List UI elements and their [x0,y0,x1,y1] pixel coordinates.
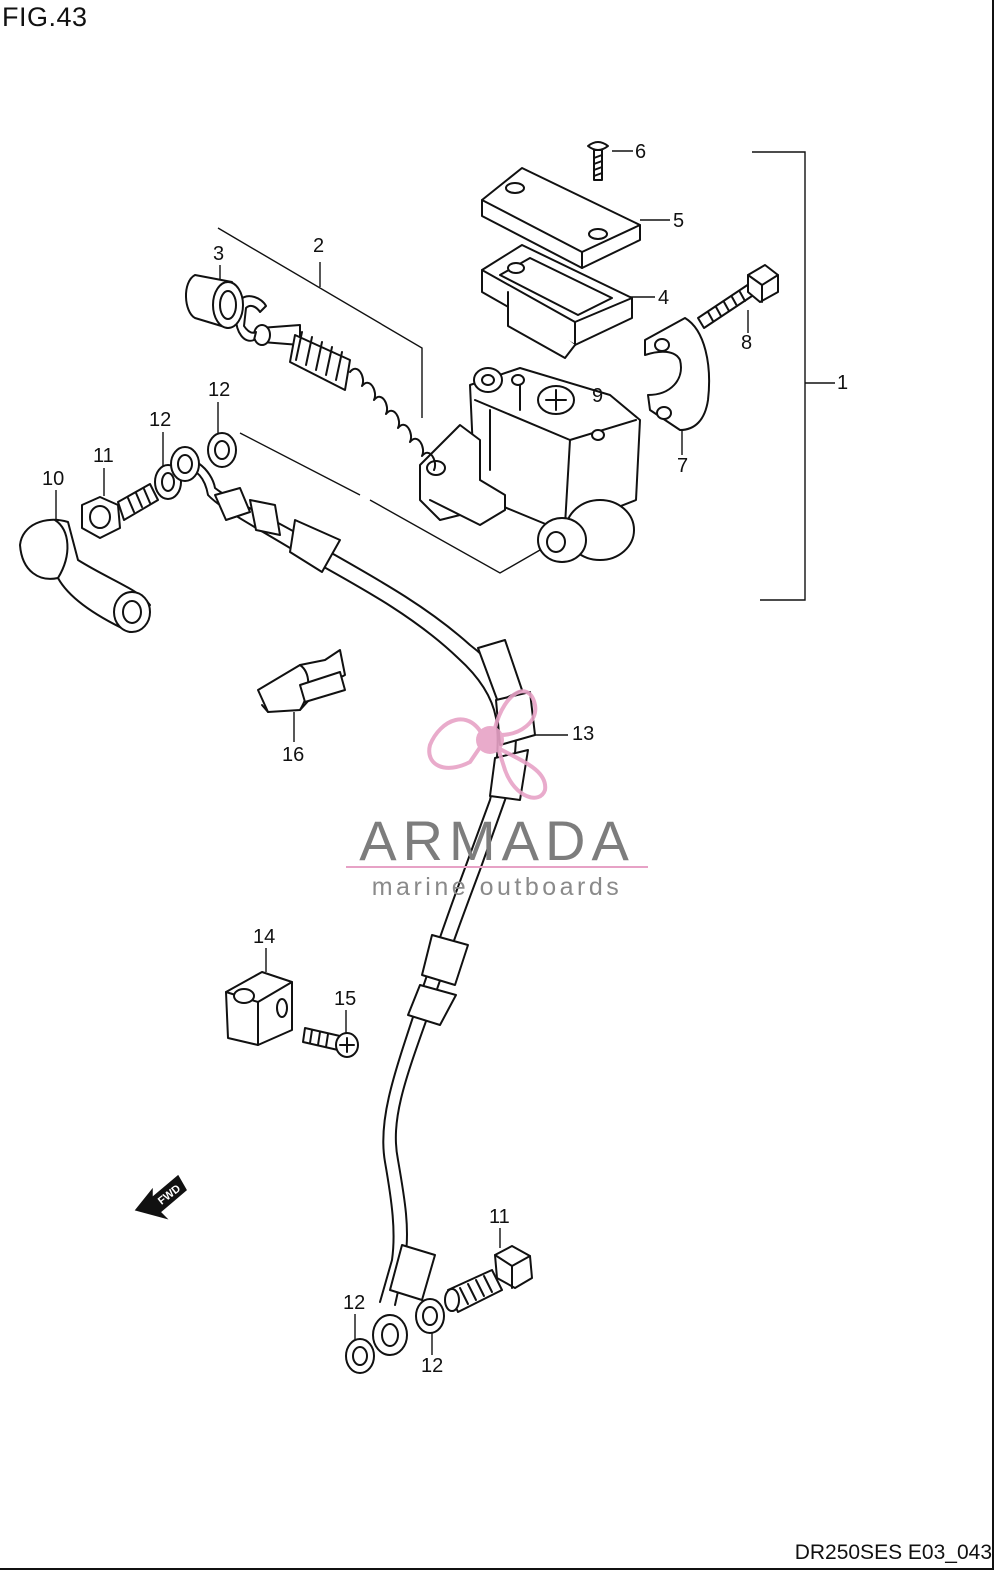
callout-12-a: 12 [208,379,231,401]
page-border-bottom [0,1568,994,1570]
callout-12-b: 12 [149,409,172,431]
part-13-brake-hose [170,446,536,1356]
part-12-washer-d [415,1298,445,1334]
callout-12-c: 12 [343,1292,366,1314]
part-5-reservoir-cover [481,167,641,269]
callout-10: 10 [42,468,65,490]
part-11-union-bolt-bottom [444,1245,533,1313]
callout-8: 8 [741,332,753,354]
fwd-arrow-icon: FWD [134,1174,187,1220]
leader-lines [55,150,835,1355]
callout-4: 4 [658,287,670,309]
armada-logo-icon [427,689,548,800]
part-11-union-bolt-top [81,483,159,539]
callout-7: 7 [677,455,689,477]
callout-5: 5 [673,210,685,232]
part-12-washer-b [207,432,237,468]
callout-16: 16 [282,744,305,766]
part-14-clamp [225,971,293,1046]
watermark-name: ARMADA [359,809,635,872]
part-2-piston-set [235,295,436,471]
callout-1: 1 [837,372,849,394]
part-8-bolt [697,264,779,329]
part-10-fitting [19,518,151,633]
part-12-washer-c [345,1338,375,1374]
callout-14: 14 [253,926,276,948]
callout-11-top: 11 [93,445,114,467]
part-4-diaphragm [481,244,633,359]
part-16-hose-guide [257,649,346,713]
callout-12-d: 12 [421,1355,444,1377]
callout-15: 15 [334,988,357,1010]
watermark-divider [346,866,648,868]
page-border-right [992,0,994,1570]
callout-11-bottom: 11 [489,1206,510,1228]
part-3-boot [185,274,244,329]
part-15-screw [302,1027,359,1058]
callout-13: 13 [572,723,595,745]
part-1-master-cylinder [419,367,641,563]
callout-9: 9 [592,385,604,407]
watermark-tagline: marine outboards [371,873,623,901]
figure-title: FIG.43 [2,2,88,32]
part-7-clamp [644,317,711,431]
callout-3: 3 [213,243,225,265]
figure-code: DR250SES E03_043 [794,1541,992,1564]
callout-2: 2 [313,235,325,257]
callout-6: 6 [635,141,647,163]
part-6-screw [587,141,609,181]
